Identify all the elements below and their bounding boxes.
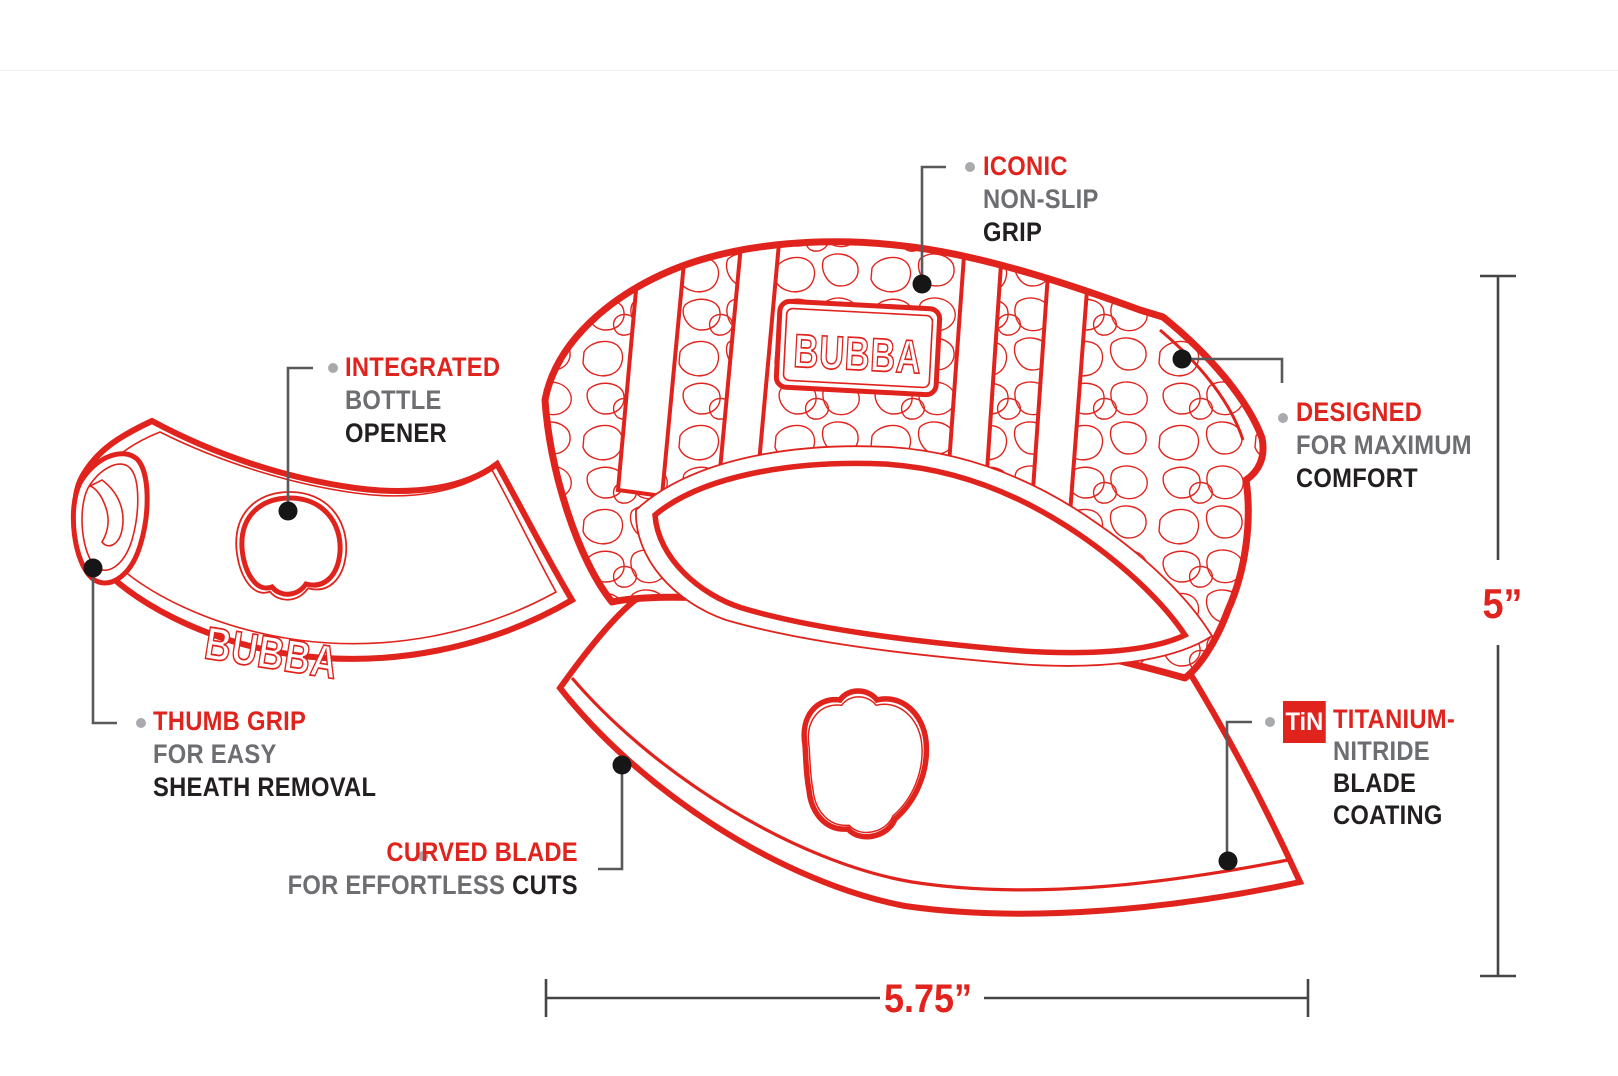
callout-grip-line2: NON-SLIP: [983, 184, 1099, 214]
knife-illustration: BUBBA: [541, 238, 1305, 917]
callout-blade-line2-gray: FOR EFFORTLESS: [287, 870, 506, 900]
tin-bullet-icon: [1265, 717, 1275, 727]
height-dimension: [1480, 274, 1516, 978]
sheath-illustration: BUBBA: [70, 417, 577, 690]
callout-tin-line3: BLADE: [1333, 768, 1417, 798]
callout-comfort-line2: FOR MAXIMUM: [1296, 430, 1472, 460]
callout-comfort: DESIGNED FOR MAXIMUM COMFORT: [1296, 396, 1472, 495]
thumb-leader-line: [91, 576, 117, 725]
tin-leader-line: [1225, 720, 1252, 855]
callout-grip-line3: GRIP: [983, 217, 1043, 247]
grip-bullet-icon: [965, 162, 975, 172]
leader-lines: [91, 165, 1284, 871]
comfort-anchor-dot: [1172, 349, 1192, 369]
opener-bullet-icon: [328, 363, 338, 373]
callout-tin-line2: NITRIDE: [1333, 736, 1430, 766]
grip-logo: BUBBA: [792, 324, 923, 384]
callout-opener-line3: OPENER: [345, 418, 447, 448]
callout-grip: ICONIC NON-SLIP GRIP: [983, 150, 1099, 249]
grip-leader-line: [920, 165, 946, 278]
callout-tin-line1: TITANIUM-: [1333, 704, 1456, 734]
callout-blade-line1: CURVED BLADE: [386, 837, 578, 867]
grip-anchor-dot: [912, 274, 932, 294]
callout-comfort-line3: COMFORT: [1296, 463, 1418, 493]
callout-blade-line2-black: CUTS: [512, 870, 578, 900]
tin-badge: TiN: [1283, 701, 1326, 743]
width-dimension: [544, 979, 1310, 1017]
top-divider: [0, 70, 1618, 71]
hand-opening: [652, 460, 1190, 656]
blade-anchor-dot: [612, 755, 632, 775]
callout-opener: INTEGRATED BOTTLE OPENER: [345, 351, 500, 450]
thumb-anchor-dot: [83, 558, 103, 578]
callout-tin-line4: COATING: [1333, 800, 1443, 830]
blade-bullet-icon: [418, 851, 428, 861]
width-dimension-label: 5.75”: [883, 977, 973, 1021]
callout-thumb-line3: SHEATH REMOVAL: [153, 772, 377, 802]
blade-bevel-line: [570, 676, 1289, 892]
thumb-bullet-icon: [136, 718, 146, 728]
callout-grip-line1: ICONIC: [983, 151, 1068, 181]
callout-thumb-line2: FOR EASY: [153, 739, 277, 769]
thumb-grip-tab-inner: [81, 463, 139, 572]
grip-logo-plate: BUBBA: [773, 298, 943, 398]
callout-thumb-line1: THUMB GRIP: [153, 706, 307, 736]
thumb-grip-hook-motif: [87, 479, 124, 547]
anchor-dots: [83, 274, 1238, 871]
blade-leader-line: [598, 772, 624, 871]
opener-anchor-dot: [278, 501, 298, 521]
grip-right-edge-line: [1159, 328, 1245, 441]
height-dimension-label: 5”: [1482, 580, 1523, 627]
tin-anchor-dot: [1218, 851, 1238, 871]
callout-bullets: [136, 162, 1288, 861]
callout-comfort-line1: DESIGNED: [1296, 397, 1423, 427]
tin-badge-label: TiN: [1285, 707, 1324, 736]
callout-tin: TITANIUM- NITRIDE BLADE COATING: [1333, 703, 1455, 831]
opener-leader-line: [286, 366, 313, 504]
comfort-bullet-icon: [1278, 413, 1288, 423]
callout-opener-line2: BOTTLE: [345, 385, 442, 415]
callout-thumb: THUMB GRIP FOR EASY SHEATH REMOVAL: [153, 705, 376, 804]
comfort-leader-line: [1190, 357, 1284, 383]
callout-opener-line1: INTEGRATED: [345, 352, 501, 382]
